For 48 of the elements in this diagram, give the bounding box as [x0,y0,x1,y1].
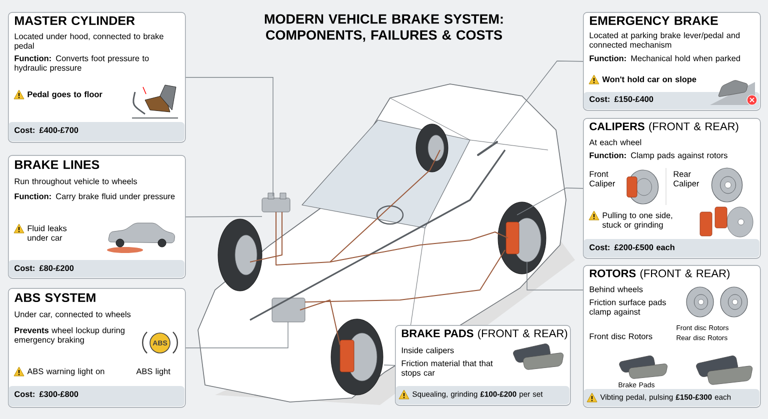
leader-line [526,262,584,290]
card-heading: EMERGENCY BRAKE [590,16,718,26]
info-card [583,12,761,111]
leader-line [516,188,584,216]
warning-text: Pedal goes to floor [28,91,102,99]
description-text: Front disc Rotors [590,333,652,340]
leader-line [185,77,274,196]
leader-line [384,364,396,366]
description-text: Behind wheels [590,286,643,292]
cost-text: Cost: £200-£500 each [590,244,674,250]
function-text: Function: Carry brake fluid under pressure [14,193,175,201]
function-text: Function: Converts foot pressure to hydraulic pressure [14,55,149,72]
description-text: Located at parking brake lever/pedal and connected mechanism [590,32,740,48]
card-heading: BRAKE LINES [15,160,100,170]
warning-text: Won't hold car on slope [602,76,696,84]
description-text: Run throughout vehicle to wheels [14,178,137,186]
function-text: Function: Mechanical hold when parked [590,55,740,63]
description-text: Located under hood, connected to brake pedal [14,33,164,50]
card-heading: ABS SYSTEM [14,293,96,302]
cost-text: Cost: £150-£400 [590,96,654,102]
leader-line [185,216,262,218]
cost-text: Cost: £400-£700 [14,127,78,133]
description-text: Inside calipers [402,347,454,355]
leader-line [492,60,584,146]
warning-text: Fluid leaks under car [28,225,67,241]
function-text: Function: Clamp pads against rotors [590,152,728,160]
function-text: Prevents wheel lockup during emergency braking [14,327,124,344]
description-text: Friction material that that stops car [401,360,493,378]
title: MODERN VEHICLE BRAKE SYSTEM: COMPONENTS, FAILURES & COSTS [264,14,503,42]
description-text: Friction surface pads clamp against [590,299,666,316]
card-heading: ROTORS (FRONT & REAR) [590,269,730,280]
leader-line [185,322,288,348]
description-text: At each wheel [589,139,642,146]
info-card [8,12,186,143]
icon-caption: Front Caliper [590,171,616,188]
card-heading: CALIPERS (FRONT & REAR) [590,122,738,132]
cost-text: Cost: £80-£200 [14,265,74,271]
card-heading: MASTER CYLINDER [15,16,135,26]
info-card [8,288,186,408]
warning-text: ABS warning light on [27,368,104,376]
warning-text: Pulling to one side, stuck or grinding [602,212,672,230]
info-card [8,155,186,279]
card-heading: BRAKE PADS (FRONT & REAR) [402,329,568,340]
description-text: Under car, connected to wheels [14,311,131,318]
icon-caption: Rear Caliper [674,171,700,188]
cost-text: Cost: £300-£800 [14,391,78,397]
info-card [395,324,571,406]
icon-caption: ABS light [136,368,170,376]
